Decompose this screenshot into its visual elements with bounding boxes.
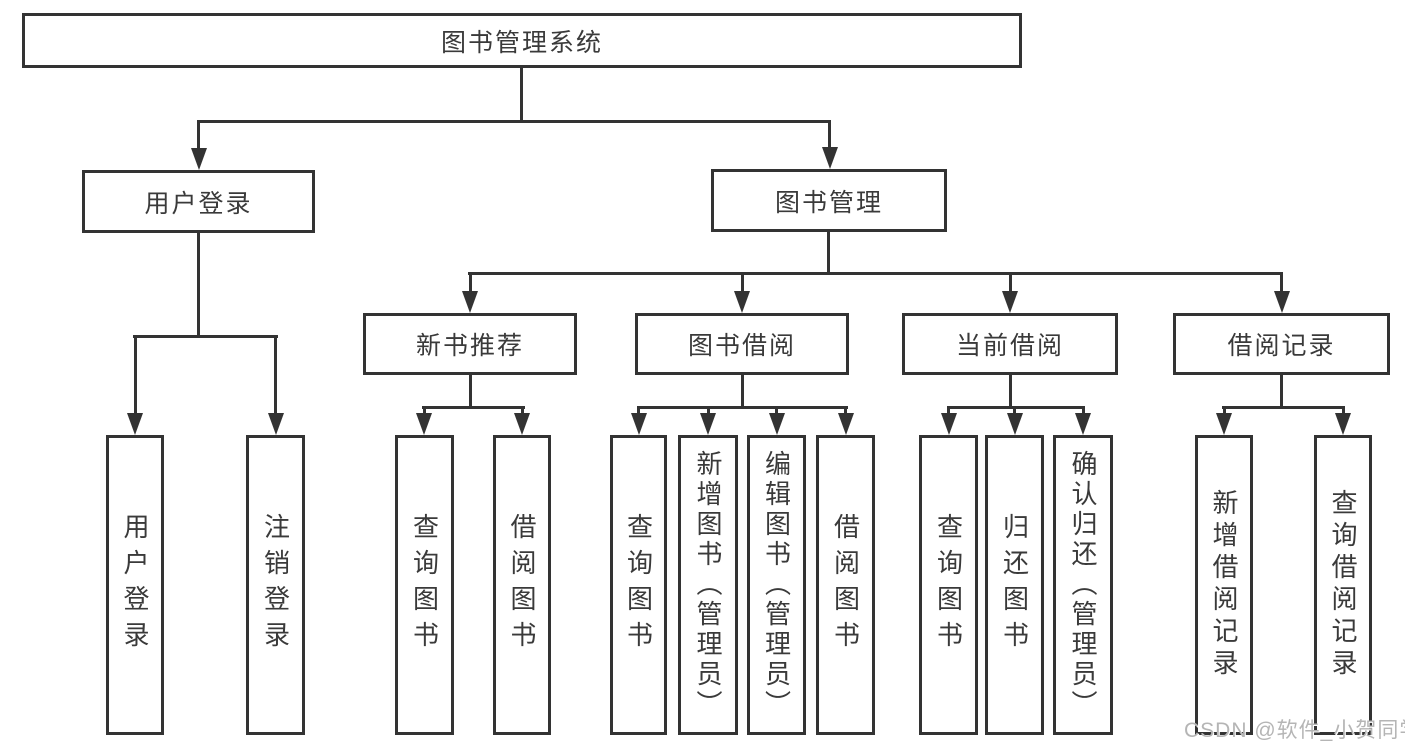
leaf-label: 借阅图书 [507,513,537,657]
connector-line [197,120,200,152]
node-book-management: 图书管理 [711,169,947,232]
leaf-label: 借阅图书 [830,513,861,657]
connector-line [740,375,744,408]
connector-line [947,406,1085,409]
node-user-login: 用户登录 [82,170,315,233]
arrowhead-icon [1216,413,1232,435]
arrowhead-icon [821,147,838,169]
arrowhead-icon [514,413,530,435]
connector-line [133,335,278,338]
connector-line [637,406,640,417]
connector-line [133,335,137,417]
leaf-label: 确认归还（管理员） [1068,450,1098,720]
connector-line [422,406,426,417]
node-root-library-system: 图书管理系统 [22,13,1022,68]
connector-line [519,68,523,120]
arrowhead-icon [267,413,284,435]
leaf-label: 用户登录 [120,513,150,657]
node-borrow-records: 借阅记录 [1173,313,1390,375]
leaf-borrow-books: 借阅图书 [816,435,875,735]
connector-line [827,232,830,272]
leaf-edit-books-admin: 编辑图书（管理员） [747,435,806,735]
arrowhead-icon [1075,413,1091,435]
connector-line [844,406,847,417]
connector-line [468,272,472,295]
leaf-query-books-borrow: 查询图书 [610,435,667,735]
leaf-label: 查询图书 [933,513,964,657]
connector-line [1081,406,1085,417]
leaf-user-login: 用户登录 [106,435,164,735]
arrowhead-icon [462,291,478,313]
leaf-query-books-recommend: 查询图书 [395,435,454,735]
arrowhead-icon [1006,413,1023,435]
leaf-label: 编辑图书（管理员） [761,450,792,720]
connector-line [468,272,1283,275]
node-new-book-recommend: 新书推荐 [363,313,577,375]
connector-line [468,375,472,408]
connector-line [706,406,710,417]
arrowhead-icon [700,413,716,435]
connector-line [947,406,950,417]
node-current-borrow: 当前借阅 [902,313,1118,375]
connector-line [1280,375,1283,408]
connector-line [828,120,831,151]
arrowhead-icon [190,148,207,170]
connector-line [1341,406,1345,417]
connector-line [197,120,831,123]
connector-line [1008,375,1012,408]
leaf-return-books: 归还图书 [985,435,1044,735]
leaf-label: 新增借阅记录 [1209,489,1239,681]
arrowhead-icon [837,413,854,435]
connector-line [637,406,848,409]
arrowhead-icon [416,413,432,435]
arrowhead-icon [940,413,957,435]
leaf-label: 新增图书（管理员） [693,450,723,720]
leaf-borrow-books-recommend: 借阅图书 [493,435,551,735]
connector-line [1013,406,1016,417]
arrowhead-icon [734,291,750,313]
leaf-query-borrow-record: 查询借阅记录 [1314,435,1372,735]
node-book-borrow: 图书借阅 [635,313,849,375]
connector-line [775,406,778,417]
arrowhead-icon [1273,291,1290,313]
connector-line [1280,272,1283,295]
connector-line [1008,272,1012,295]
connector-line [422,406,525,409]
arrowhead-icon [630,413,647,435]
connector-line [1222,406,1226,417]
leaf-confirm-return-admin: 确认归还（管理员） [1053,435,1113,735]
leaf-label: 查询借阅记录 [1328,489,1358,681]
connector-line [197,233,200,335]
arrowhead-icon [1002,291,1018,313]
leaf-label: 查询图书 [409,513,440,657]
csdn-watermark: CSDN @软件_小贺同学 [1184,719,1405,742]
leaf-query-books-current: 查询图书 [919,435,978,735]
leaf-logout: 注销登录 [246,435,305,735]
leaf-label: 注销登录 [260,513,291,657]
connector-line [274,335,277,417]
leaf-label: 查询图书 [623,513,654,657]
arrowhead-icon [1335,413,1351,435]
arrowhead-icon [127,413,143,435]
leaf-label: 归还图书 [999,513,1030,657]
connector-line [1222,406,1345,409]
leaf-add-books-admin: 新增图书（管理员） [678,435,738,735]
leaf-add-borrow-record: 新增借阅记录 [1195,435,1253,735]
connector-line [740,272,744,295]
arrowhead-icon [768,413,785,435]
connector-line [520,406,524,417]
